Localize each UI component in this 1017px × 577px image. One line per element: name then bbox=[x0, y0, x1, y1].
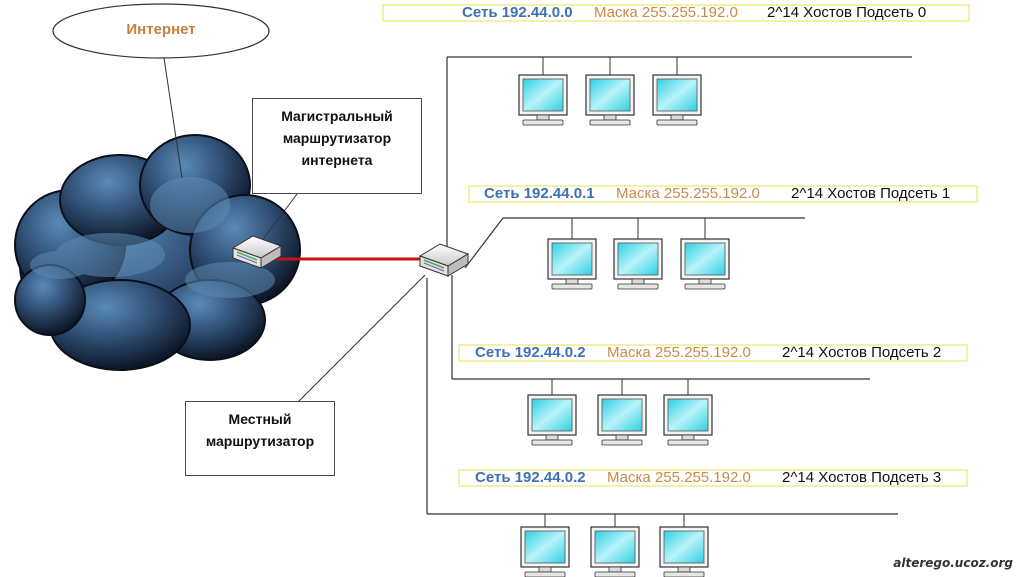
local-pointer-line bbox=[297, 274, 426, 403]
subnet-hosts: 2^14 Хостов Подсеть 2 bbox=[782, 344, 942, 361]
subnet-hosts: 2^14 Хостов Подсеть 3 bbox=[782, 469, 942, 486]
monitor-icon bbox=[547, 238, 597, 290]
internet-pointer-line bbox=[163, 57, 183, 179]
monitor-icon bbox=[518, 74, 568, 126]
subnet-network: Сеть 192.44.0.0 bbox=[462, 4, 573, 21]
subnet-label-1: Сеть 192.44.0.1 Маска 255.255.192.0 2^14… bbox=[468, 185, 978, 203]
monitor-icon bbox=[652, 74, 702, 126]
backbone-router-line-1: Магистральный bbox=[281, 108, 393, 124]
monitor-icon bbox=[613, 238, 663, 290]
subnet-mask: Маска 255.255.192.0 bbox=[594, 4, 738, 21]
monitor-icon bbox=[680, 238, 730, 290]
monitor-drops bbox=[542, 57, 706, 527]
subnet-network: Сеть 192.44.0.2 bbox=[475, 344, 586, 361]
subnet-label-2: Сеть 192.44.0.2 Маска 255.255.192.0 2^14… bbox=[458, 344, 968, 362]
local-router-label: Местный маршрутизатор bbox=[185, 401, 335, 476]
subnet-mask: Маска 255.255.192.0 bbox=[616, 185, 760, 202]
monitor-icon bbox=[659, 526, 709, 577]
internet-label: Интернет bbox=[126, 21, 196, 38]
monitor-icon bbox=[520, 526, 570, 577]
subnet-hosts: 2^14 Хостов Подсеть 1 bbox=[791, 185, 951, 202]
local-router-icon bbox=[419, 243, 469, 277]
backbone-router-line-3: интернета bbox=[301, 152, 373, 168]
internet-ellipse bbox=[52, 3, 270, 59]
subnet-network: Сеть 192.44.0.1 bbox=[484, 185, 595, 202]
local-router-line-1: Местный bbox=[228, 411, 292, 427]
backbone-router-label: Магистральный маршрутизатор интернета bbox=[252, 98, 422, 194]
monitor-icon bbox=[597, 394, 647, 446]
monitor-icon bbox=[590, 526, 640, 577]
subnet-label-0: Сеть 192.44.0.0 Маска 255.255.192.0 2^14… bbox=[382, 4, 970, 22]
local-router-line-2: маршрутизатор bbox=[205, 433, 315, 449]
backbone-pointer-line bbox=[257, 189, 301, 247]
monitor-icon bbox=[663, 394, 713, 446]
subnet-label-3: Сеть 192.44.0.2 Маска 255.255.192.0 2^14… bbox=[458, 469, 968, 487]
subnet-mask: Маска 255.255.192.0 bbox=[607, 344, 751, 361]
monitor-icon bbox=[585, 74, 635, 126]
subnet-network: Сеть 192.44.0.2 bbox=[475, 469, 586, 486]
subnet-hosts: 2^14 Хостов Подсеть 0 bbox=[767, 4, 927, 21]
cloud-icon bbox=[14, 134, 301, 371]
monitor-icon bbox=[527, 394, 577, 446]
network-bus-lines bbox=[426, 56, 912, 515]
backbone-router-line-2: маршрутизатор bbox=[282, 130, 392, 146]
watermark: alterego.ucoz.org bbox=[893, 556, 1013, 570]
subnet-mask: Маска 255.255.192.0 bbox=[607, 469, 751, 486]
